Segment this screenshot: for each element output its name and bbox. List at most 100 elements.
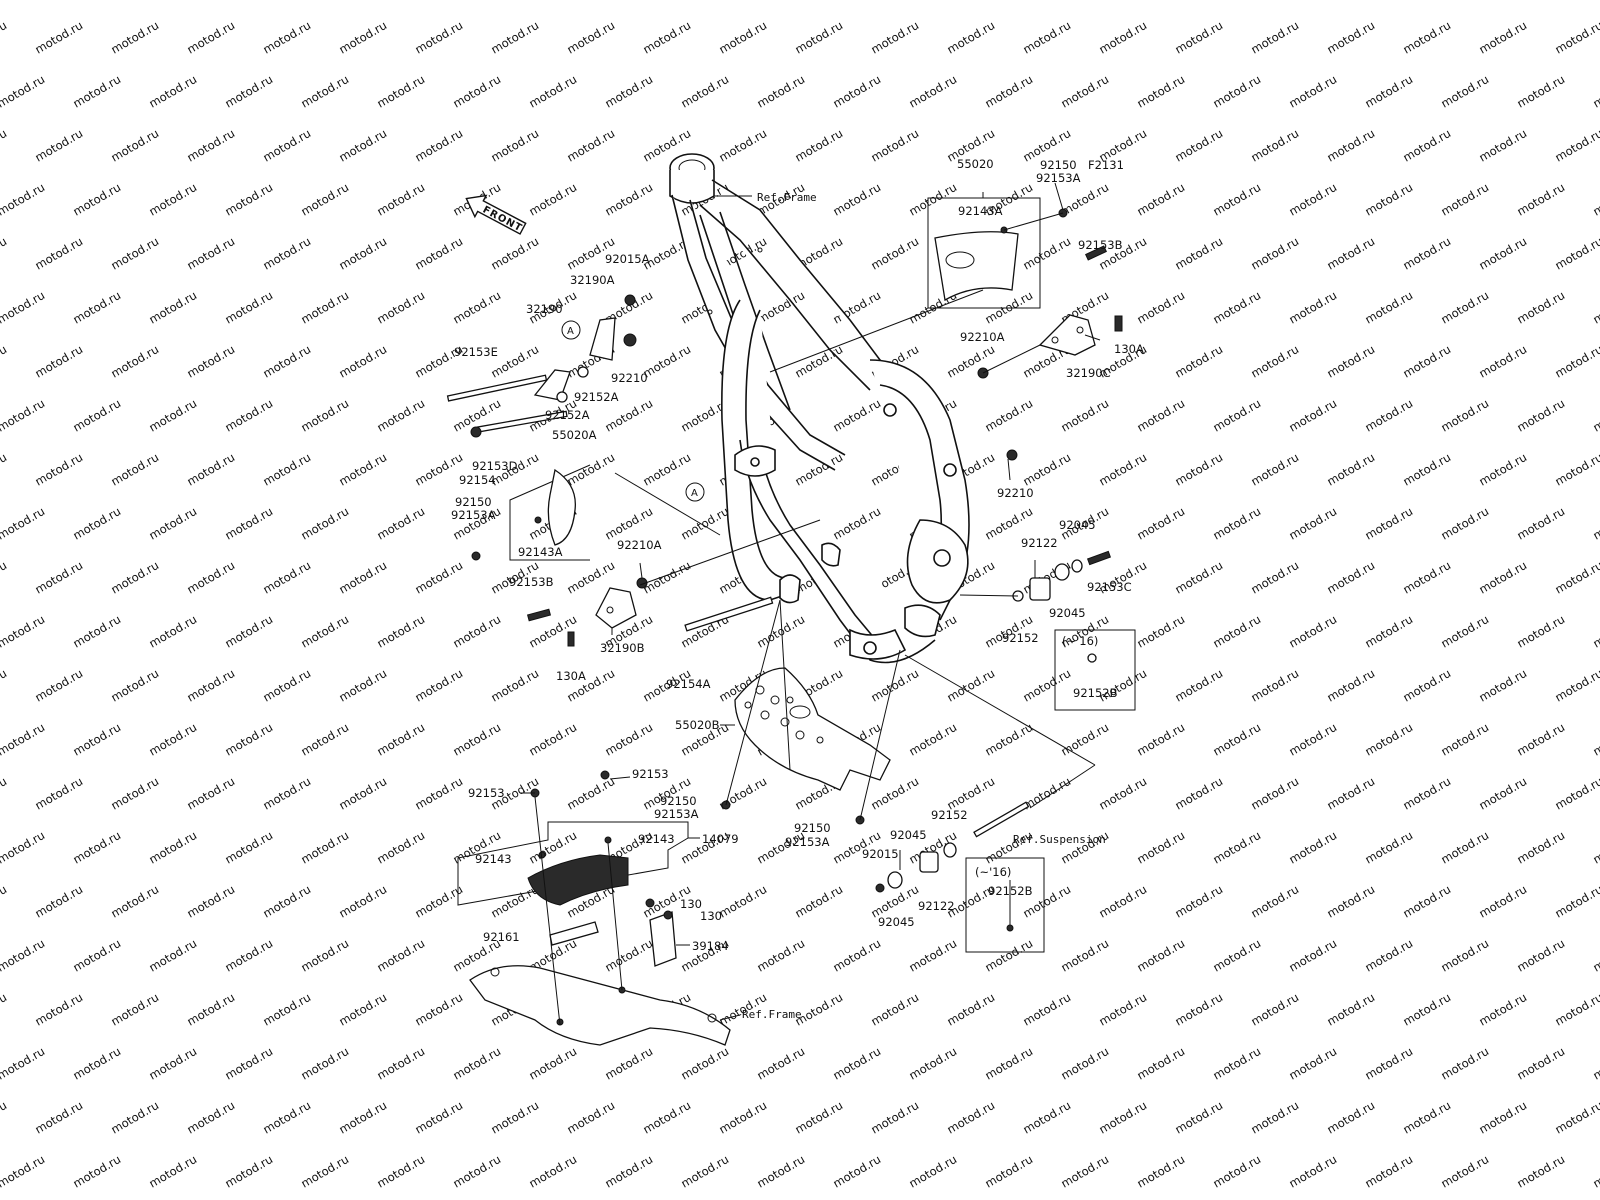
watermark-text: motod.ru <box>147 288 200 327</box>
watermark-text: motod.ru <box>945 774 998 813</box>
watermark-text: motod.ru <box>1591 828 1600 867</box>
watermark-text: motod.ru <box>641 18 694 57</box>
watermark-text: motod.ru <box>1515 1044 1568 1083</box>
watermark-text: motod.ru <box>869 126 922 165</box>
bracket-32190c <box>977 245 1123 379</box>
watermark-text: motod.ru <box>33 774 86 813</box>
watermark-text: motod.ru <box>185 126 238 165</box>
watermark-text: motod.ru <box>1325 990 1378 1029</box>
watermark-text: motod.ru <box>1249 1098 1302 1137</box>
watermark-text: motod.ru <box>0 828 47 867</box>
svg-text:A: A <box>567 326 574 337</box>
watermark-text: motod.ru <box>793 882 846 921</box>
watermark-text: motod.ru <box>641 558 694 597</box>
callout-a-left: A <box>561 320 581 340</box>
watermark-text: motod.ru <box>1173 18 1226 57</box>
ref-frame-top: Ref.Frame <box>757 191 817 204</box>
watermark-text: motod.ru <box>33 342 86 381</box>
part-label: 130 <box>680 897 702 911</box>
watermark-text: motod.ru <box>261 126 314 165</box>
part-label: 92153D <box>472 459 518 473</box>
watermark-text: motod.ru <box>0 882 9 921</box>
watermark-text: motod.ru <box>223 828 276 867</box>
watermark-text: motod.ru <box>261 342 314 381</box>
watermark-text: motod.ru <box>261 666 314 705</box>
watermark-text: motod.ru <box>603 180 656 219</box>
watermark-text: motod.ru <box>565 1098 618 1137</box>
suspension-link-bolt <box>875 801 1045 953</box>
watermark-text: motod.ru <box>1287 180 1340 219</box>
watermark-text: motod.ru <box>71 612 124 651</box>
watermark-text: motod.ru <box>1401 234 1454 273</box>
watermark-text: motod.ru <box>0 666 9 705</box>
part-label: 92045 <box>1059 518 1096 532</box>
watermark-text: motod.ru <box>717 882 770 921</box>
watermark-text: motod.ru <box>223 612 276 651</box>
part-label: 92143 <box>638 832 675 846</box>
watermark-text: motod.ru <box>1363 72 1416 111</box>
watermark-text: motod.ru <box>71 0 124 3</box>
watermark-text: motod.ru <box>109 774 162 813</box>
watermark-text: motod.ru <box>1477 774 1530 813</box>
watermark-text: motod.ru <box>1021 234 1074 273</box>
watermark-text: motod.ru <box>71 288 124 327</box>
watermark-text: motod.ru <box>413 450 466 489</box>
watermark-text: motod.ru <box>261 450 314 489</box>
watermark-text: motod.ru <box>1287 504 1340 543</box>
watermark-text: motod.ru <box>299 936 352 975</box>
watermark-text: motod.ru <box>223 0 276 3</box>
watermark-text: motod.ru <box>375 1044 428 1083</box>
watermark-text: motod.ru <box>1097 450 1150 489</box>
watermark-text: motod.ru <box>261 234 314 273</box>
watermark-text: motod.ru <box>907 936 960 975</box>
watermark-text: motod.ru <box>1287 72 1340 111</box>
watermark-text: motod.ru <box>109 666 162 705</box>
watermark-text: motod.ru <box>1325 18 1378 57</box>
watermark-text: motod.ru <box>1173 342 1226 381</box>
watermark-text: motod.ru <box>185 1098 238 1137</box>
watermark-text: motod.ru <box>565 774 618 813</box>
watermark-text: motod.ru <box>413 882 466 921</box>
watermark-text: motod.ru <box>1021 450 1074 489</box>
watermark-text: motod.ru <box>1287 0 1340 3</box>
watermark-text: motod.ru <box>1059 396 1112 435</box>
watermark-text: motod.ru <box>679 1152 732 1191</box>
watermark-text: motod.ru <box>1553 666 1600 705</box>
watermark-text: motod.ru <box>1401 666 1454 705</box>
watermark-text: motod.ru <box>1325 666 1378 705</box>
watermark-text: motod.ru <box>451 288 504 327</box>
watermark-text: motod.ru <box>869 990 922 1029</box>
watermark-text: motod.ru <box>337 126 390 165</box>
watermark-text: motod.ru <box>1173 126 1226 165</box>
watermark-text: motod.ru <box>1249 558 1302 597</box>
watermark-text: motod.ru <box>489 18 542 57</box>
watermark-text: motod.ru <box>451 0 504 3</box>
watermark-text: motod.ru <box>945 342 998 381</box>
watermark-text: motod.ru <box>337 990 390 1029</box>
watermark-text: motod.ru <box>413 1098 466 1137</box>
watermark-text: motod.ru <box>679 504 732 543</box>
watermark-text: motod.ru <box>261 774 314 813</box>
watermark-text: motod.ru <box>299 1152 352 1191</box>
skid-plate-bottom <box>721 667 891 825</box>
watermark-text: motod.ru <box>1401 882 1454 921</box>
watermark-text: motod.ru <box>1439 828 1492 867</box>
watermark-text: motod.ru <box>0 450 9 489</box>
watermark-text: motod.ru <box>1401 126 1454 165</box>
part-label: 32190 <box>526 302 563 316</box>
watermark-text: motod.ru <box>1477 990 1530 1029</box>
watermark-text: motod.ru <box>33 558 86 597</box>
watermark-text: motod.ru <box>831 1044 884 1083</box>
watermark-text: motod.ru <box>261 1098 314 1137</box>
watermark-text: motod.ru <box>907 72 960 111</box>
part-label: 92153B <box>1078 238 1123 252</box>
part-label: 92210 <box>997 486 1034 500</box>
watermark-text: motod.ru <box>1553 126 1600 165</box>
part-label: 92153A <box>785 835 830 849</box>
watermark-text: motod.ru <box>375 504 428 543</box>
bracket-32190b <box>526 577 774 647</box>
watermark-text: motod.ru <box>1401 18 1454 57</box>
figure-code: F2131 <box>1088 158 1124 172</box>
watermark-text: motod.ru <box>1553 990 1600 1029</box>
variant-right-title: (~'16) <box>1062 634 1098 648</box>
